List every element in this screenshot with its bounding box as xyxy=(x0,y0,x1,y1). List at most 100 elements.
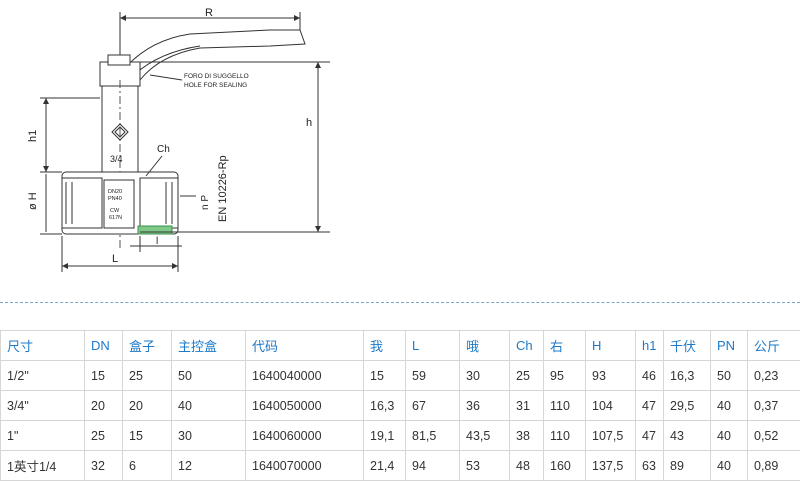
table-cell: 1640070000 xyxy=(246,451,364,481)
table-cell: 40 xyxy=(711,391,748,421)
col-header: 尺寸 xyxy=(1,331,85,361)
col-header: 代码 xyxy=(246,331,364,361)
label-diam-h: ø H xyxy=(27,192,39,210)
note-english: HOLE FOR SEALING xyxy=(184,82,247,89)
table-cell: 0,89 xyxy=(748,451,800,481)
table-cell: 36 xyxy=(460,391,510,421)
table-cell: 59 xyxy=(406,361,460,391)
valve-technical-drawing: R h h1 ø H L l Ch n P EN 10226-Rp FORO D… xyxy=(0,0,800,300)
table-cell: 32 xyxy=(85,451,123,481)
table-cell: 43,5 xyxy=(460,421,510,451)
label-l-small: l xyxy=(156,236,158,247)
table-cell: 3/4" xyxy=(1,391,85,421)
table-cell: 40 xyxy=(172,391,246,421)
specification-table: 尺寸 DN 盒子 主控盒 代码 我 L 哦 Ch 右 H h1 千伏 PN 公斤… xyxy=(0,330,800,481)
table-cell: 95 xyxy=(544,361,586,391)
table-cell: 50 xyxy=(172,361,246,391)
table-cell: 25 xyxy=(123,361,172,391)
body-mark-dn: DN20 xyxy=(108,189,122,195)
table-row: 3/4" 20 20 40 1640050000 16,3 67 36 31 1… xyxy=(1,391,800,421)
table-cell: 1" xyxy=(1,421,85,451)
table-cell: 21,4 xyxy=(364,451,406,481)
table-cell: 29,5 xyxy=(664,391,711,421)
table-cell: 43 xyxy=(664,421,711,451)
table-cell: 0,23 xyxy=(748,361,800,391)
table-cell: 110 xyxy=(544,391,586,421)
table-header-row: 尺寸 DN 盒子 主控盒 代码 我 L 哦 Ch 右 H h1 千伏 PN 公斤 xyxy=(1,331,800,361)
body-mark-material: 617N xyxy=(109,215,122,221)
table-cell: 31 xyxy=(510,391,544,421)
table-cell: 16,3 xyxy=(364,391,406,421)
col-header: 主控盒 xyxy=(172,331,246,361)
table-cell: 47 xyxy=(636,391,664,421)
table-cell: 15 xyxy=(85,361,123,391)
col-header: Ch xyxy=(510,331,544,361)
table-cell: 30 xyxy=(460,361,510,391)
table-cell: 25 xyxy=(85,421,123,451)
col-header: 盒子 xyxy=(123,331,172,361)
label-h: h xyxy=(306,117,312,129)
table-cell: 48 xyxy=(510,451,544,481)
label-r: R xyxy=(205,7,213,19)
col-header: H xyxy=(586,331,636,361)
label-np: n P xyxy=(200,195,211,210)
table-cell: 93 xyxy=(586,361,636,391)
table-cell: 89 xyxy=(664,451,711,481)
table-cell: 107,5 xyxy=(586,421,636,451)
table-cell: 40 xyxy=(711,421,748,451)
table-cell: 67 xyxy=(406,391,460,421)
col-header: L xyxy=(406,331,460,361)
col-header: 右 xyxy=(544,331,586,361)
table-cell: 50 xyxy=(711,361,748,391)
table-cell: 47 xyxy=(636,421,664,451)
table-cell: 20 xyxy=(85,391,123,421)
table-cell: 81,5 xyxy=(406,421,460,451)
table-cell: 160 xyxy=(544,451,586,481)
table-cell: 1640040000 xyxy=(246,361,364,391)
table-cell: 110 xyxy=(544,421,586,451)
table-cell: 0,37 xyxy=(748,391,800,421)
table-cell: 20 xyxy=(123,391,172,421)
col-header: 公斤 xyxy=(748,331,800,361)
table-cell: 12 xyxy=(172,451,246,481)
sealing-thread-highlight xyxy=(138,226,172,234)
col-header: h1 xyxy=(636,331,664,361)
table-cell: 30 xyxy=(172,421,246,451)
table-cell: 1/2" xyxy=(1,361,85,391)
table-cell: 6 xyxy=(123,451,172,481)
body-mark-pn: PN40 xyxy=(108,196,122,202)
col-header: DN xyxy=(85,331,123,361)
table-cell: 19,1 xyxy=(364,421,406,451)
col-header: 我 xyxy=(364,331,406,361)
table-cell: 40 xyxy=(711,451,748,481)
table-row: 1英寸1/4 32 6 12 1640070000 21,4 94 53 48 … xyxy=(1,451,800,481)
table-cell: 53 xyxy=(460,451,510,481)
label-h1: h1 xyxy=(27,130,39,142)
table-cell: 63 xyxy=(636,451,664,481)
table-cell: 15 xyxy=(123,421,172,451)
table-cell: 16,3 xyxy=(664,361,711,391)
col-header: PN xyxy=(711,331,748,361)
table-cell: 1640060000 xyxy=(246,421,364,451)
table-cell: 104 xyxy=(586,391,636,421)
table-cell: 38 xyxy=(510,421,544,451)
table-cell: 137,5 xyxy=(586,451,636,481)
col-header: 千伏 xyxy=(664,331,711,361)
table-cell: 25 xyxy=(510,361,544,391)
note-italian: FORO DI SUGGELLO xyxy=(184,73,249,80)
body-mark-cw: CW xyxy=(110,208,120,214)
table-cell: 94 xyxy=(406,451,460,481)
table-cell: 1英寸1/4 xyxy=(1,451,85,481)
section-divider xyxy=(0,302,800,303)
table-row: 1" 25 15 30 1640060000 19,1 81,5 43,5 38… xyxy=(1,421,800,451)
table-cell: 15 xyxy=(364,361,406,391)
label-l-big: L xyxy=(112,253,118,265)
label-ch: Ch xyxy=(157,144,170,155)
table-cell: 46 xyxy=(636,361,664,391)
table-cell: 0,52 xyxy=(748,421,800,451)
col-header: 哦 xyxy=(460,331,510,361)
table-row: 1/2" 15 25 50 1640040000 15 59 30 25 95 … xyxy=(1,361,800,391)
table-cell: 1640050000 xyxy=(246,391,364,421)
label-standard: EN 10226-Rp xyxy=(217,155,229,222)
stem-size-mark: 3/4 xyxy=(110,154,123,164)
